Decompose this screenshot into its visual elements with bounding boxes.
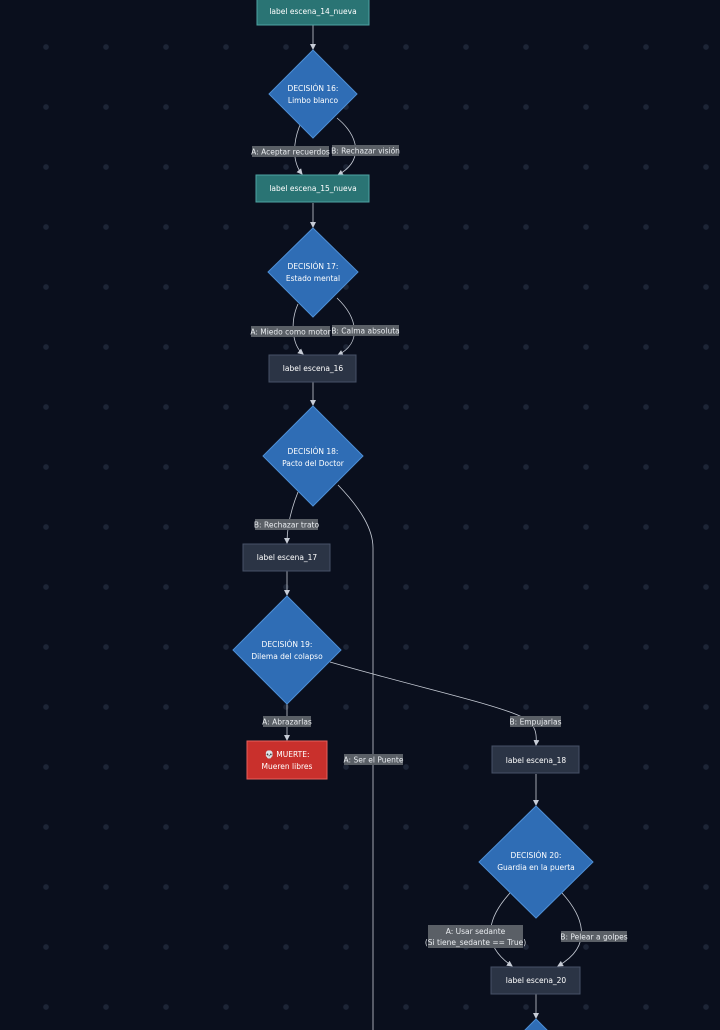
edge-label-d19-a-text: A: Abrazarlas	[262, 718, 312, 727]
edge-label-d18-a: A: Ser el Puente	[344, 754, 404, 765]
node-escena-14-label: label escena_14_nueva	[269, 7, 356, 16]
node-escena-17-label: label escena_17	[257, 553, 318, 562]
decision-18-subtitle: Pacto del Doctor	[282, 459, 345, 468]
node-escena-20-label: label escena_20	[506, 976, 567, 985]
decision-16[interactable]: DECISIÓN 16: Limbo blanco	[268, 49, 358, 139]
edge-label-d16-a-text: A: Aceptar recuerdos	[251, 148, 330, 157]
decision-20[interactable]: DECISIÓN 20: Guardia en la puerta	[478, 805, 594, 919]
decision-17[interactable]: DECISIÓN 17: Estado mental	[267, 227, 359, 318]
edge-label-d19-a: A: Abrazarlas	[262, 716, 312, 727]
decision-17-subtitle: Estado mental	[286, 274, 340, 283]
edge-label-d18-a-text: A: Ser el Puente	[344, 756, 404, 765]
edge-label-d18-b-text: B: Rechazar trato	[254, 521, 320, 530]
edge-d19-b	[329, 661, 540, 746]
edge-label-d16-a: A: Aceptar recuerdos	[251, 146, 330, 157]
node-escena-20[interactable]: label escena_20	[490, 966, 581, 995]
edge-d18-a	[337, 484, 374, 1030]
edge-label-d17-a-text: A: Miedo como motor	[250, 328, 331, 337]
edge-label-d20-b-text: B: Pelear a golpes	[560, 933, 627, 942]
decision-20-subtitle: Guardia en la puerta	[497, 863, 575, 872]
decision-20-title: DECISIÓN 20:	[511, 851, 562, 860]
edge-label-d20-a-line1: A: Usar sedante	[446, 927, 506, 936]
node-escena-18[interactable]: label escena_18	[491, 745, 580, 774]
edge-d18-b	[284, 491, 299, 544]
edge-d20-b	[557, 892, 582, 967]
decision-17-title: DECISIÓN 17:	[288, 262, 339, 271]
node-escena-15-label: label escena_15_nueva	[269, 184, 356, 193]
edge-label-d18-b: B: Rechazar trato	[254, 519, 320, 530]
death-title: 💀 MUERTE:	[265, 750, 310, 759]
decision-19-subtitle: Dilema del colapso	[251, 652, 323, 661]
edge-label-d17-a: A: Miedo como motor	[250, 326, 332, 337]
node-escena-17[interactable]: label escena_17	[242, 543, 331, 572]
edge-label-d17-b-text: B: Calma absoluta	[331, 327, 400, 336]
decision-16-subtitle: Limbo blanco	[288, 96, 339, 105]
nodes: label escena_14_nueva DECISIÓN 16: Limbo…	[232, 0, 594, 1030]
edge-label-d16-b-text: B: Rechazar visión	[331, 147, 400, 156]
node-escena-18-label: label escena_18	[506, 756, 567, 765]
edge-labels: A: Aceptar recuerdos B: Rechazar visión …	[250, 145, 628, 948]
edge-label-d19-b: B: Empujarlas	[510, 716, 562, 727]
edge-label-d20-b: B: Pelear a golpes	[560, 931, 628, 942]
decision-18-title: DECISIÓN 18:	[288, 447, 339, 456]
node-escena-14[interactable]: label escena_14_nueva	[256, 0, 370, 26]
decision-16-title: DECISIÓN 16:	[288, 84, 339, 93]
edge-label-d20-a-line2: (Si tiene_sedante == True)	[425, 938, 526, 947]
edge-label-d20-a: A: Usar sedante (Si tiene_sedante == Tru…	[425, 925, 526, 948]
node-escena-16[interactable]: label escena_16	[268, 354, 357, 383]
edge-label-d19-b-text: B: Empujarlas	[510, 718, 562, 727]
node-death-mueren-libres[interactable]: 💀 MUERTE: Mueren libres	[246, 740, 328, 780]
death-subtitle: Mueren libres	[262, 762, 313, 771]
node-escena-16-label: label escena_16	[283, 364, 344, 373]
decision-next-partial[interactable]	[506, 1018, 566, 1030]
edge-label-d17-b: B: Calma absoluta	[331, 325, 400, 336]
decision-18[interactable]: DECISIÓN 18: Pacto del Doctor	[262, 405, 364, 507]
edge-label-d16-b: B: Rechazar visión	[331, 145, 400, 156]
node-escena-15[interactable]: label escena_15_nueva	[255, 174, 370, 203]
decision-19[interactable]: DECISIÓN 19: Dilema del colapso	[232, 595, 342, 705]
decision-19-title: DECISIÓN 19:	[262, 640, 313, 649]
